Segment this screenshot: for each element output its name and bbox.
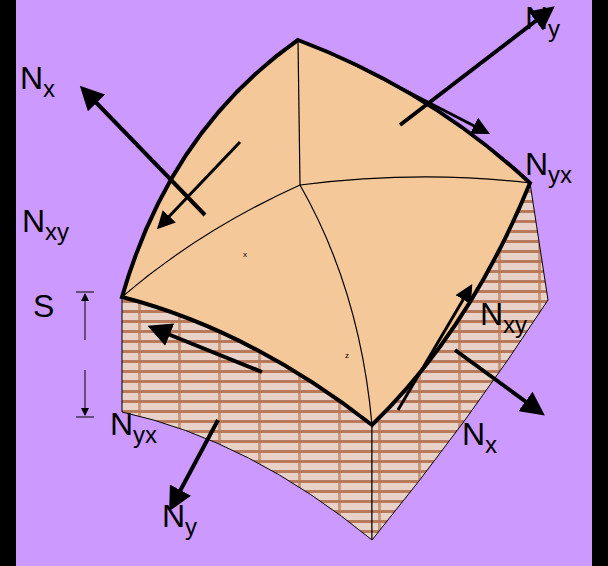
force-label: Ny: [162, 500, 197, 532]
force-label: Nyx: [525, 148, 572, 180]
force-label: Nx: [462, 418, 497, 450]
force-label: S: [33, 290, 54, 322]
force-label: Nxy: [480, 298, 527, 330]
axis-label: z: [345, 352, 349, 360]
force-label: Nxy: [22, 205, 69, 237]
force-label: Ny: [525, 2, 560, 34]
force-label: Nx: [20, 62, 55, 94]
force-label: Nyx: [110, 408, 157, 440]
axis-label: x: [243, 251, 247, 259]
